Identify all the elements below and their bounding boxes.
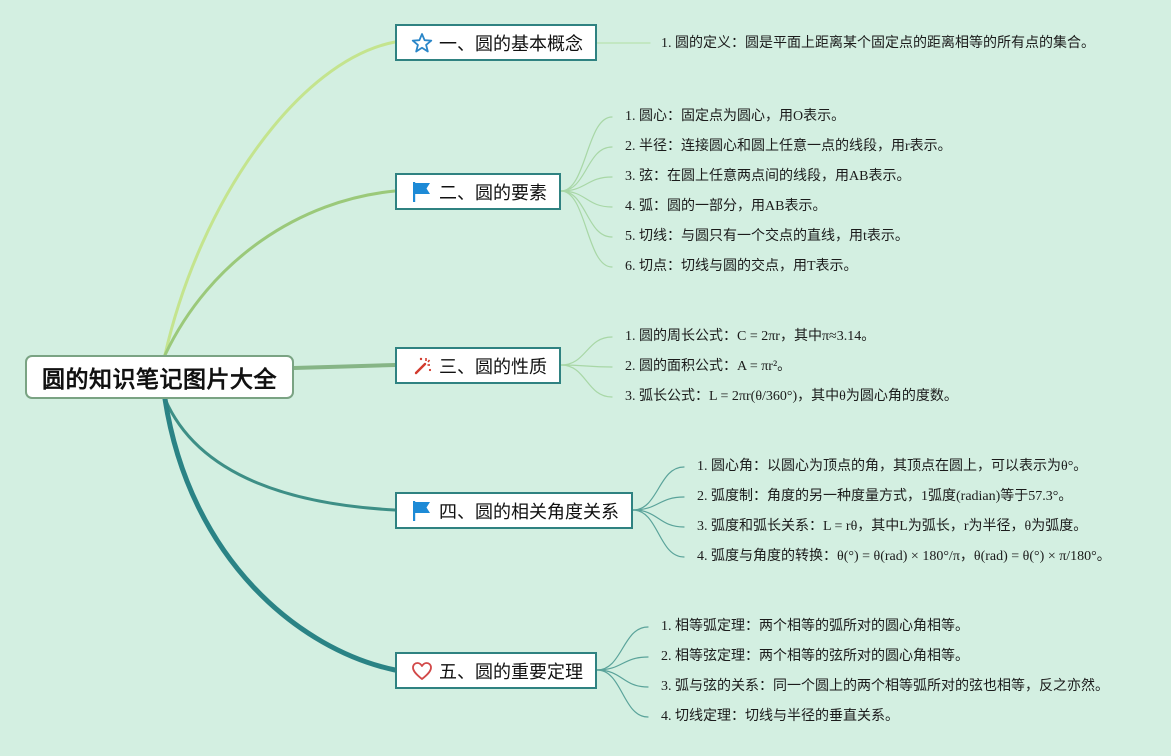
leaf-item[interactable]: 4. 弧：圆的一部分，用AB表示。 — [625, 199, 827, 214]
leaf-item[interactable]: 2. 相等弦定理：两个相等的弦所对的圆心角相等。 — [661, 649, 969, 664]
leaf-item[interactable]: 2. 半径：连接圆心和圆上任意一点的线段，用r表示。 — [625, 139, 952, 154]
topic-label: 二、圆的要素 — [439, 182, 547, 204]
leaf-line — [560, 336, 613, 366]
leaf-item[interactable]: 1. 圆心角：以圆心为顶点的角，其顶点在圆上，可以表示为θ°。 — [697, 459, 1088, 474]
root-title: 圆的知识笔记图片大全 — [42, 367, 277, 393]
leaf-line — [596, 626, 649, 671]
leaf-item[interactable]: 3. 弧与弦的关系：同一个圆上的两个相等弧所对的弦也相等，反之亦然。 — [661, 679, 1109, 694]
branch-line — [292, 363, 397, 370]
leaf-line — [560, 116, 613, 192]
flag-icon — [411, 181, 433, 203]
leaf-line — [596, 669, 649, 688]
topic-label: 三、圆的性质 — [439, 356, 547, 378]
topic-properties[interactable]: 三、圆的性质 — [395, 347, 561, 384]
leaf-item[interactable]: 4. 弧度与角度的转换：θ(°) = θ(rad) × 180°/π，θ(rad… — [697, 549, 1111, 564]
leaf-line — [560, 146, 613, 192]
leaf-line — [560, 364, 613, 398]
topic-angle-relations[interactable]: 四、圆的相关角度关系 — [395, 492, 633, 529]
leaf-item[interactable]: 3. 弦：在圆上任意两点间的线段，用AB表示。 — [625, 169, 911, 184]
topic-theorems[interactable]: 五、圆的重要定理 — [395, 652, 597, 689]
heart-icon — [411, 660, 433, 682]
branch-line — [163, 397, 397, 512]
topic-label: 五、圆的重要定理 — [439, 661, 583, 683]
branch-line — [163, 189, 397, 357]
leaf-item[interactable]: 3. 弧度和弧长关系：L = rθ，其中L为弧长，r为半径，θ为弧度。 — [697, 519, 1088, 534]
topic-elements[interactable]: 二、圆的要素 — [395, 173, 561, 210]
magic-wand-icon — [411, 355, 433, 377]
leaf-item[interactable]: 2. 圆的面积公式：A = πr²。 — [625, 359, 792, 374]
leaf-line — [632, 509, 685, 528]
topic-label: 四、圆的相关角度关系 — [439, 501, 619, 523]
leaf-item[interactable]: 1. 相等弧定理：两个相等的弧所对的圆心角相等。 — [661, 619, 969, 634]
branch-line — [162, 396, 398, 673]
leaf-line — [560, 176, 613, 192]
leaf-item[interactable]: 6. 切点：切线与圆的交点，用T表示。 — [625, 259, 858, 274]
star-icon — [411, 32, 433, 54]
leaf-item[interactable]: 1. 圆心：固定点为圆心，用O表示。 — [625, 109, 846, 124]
leaf-item[interactable]: 2. 弧度制：角度的另一种度量方式，1弧度(radian)等于57.3°。 — [697, 489, 1073, 504]
topic-basic-concept[interactable]: 一、圆的基本概念 — [395, 24, 597, 61]
leaf-line — [596, 656, 649, 671]
leaf-line — [560, 190, 613, 238]
leaf-line — [560, 190, 613, 208]
flag-icon — [411, 500, 433, 522]
leaf-line — [632, 509, 685, 558]
leaf-item[interactable]: 3. 弧长公式：L = 2πr(θ/360°)，其中θ为圆心角的度数。 — [625, 389, 958, 404]
leaf-item[interactable]: 5. 切线：与圆只有一个交点的直线，用t表示。 — [625, 229, 909, 244]
root-topic[interactable]: 圆的知识笔记图片大全 — [25, 355, 294, 399]
leaf-line — [560, 190, 613, 268]
leaf-line — [632, 496, 685, 511]
leaf-item[interactable]: 4. 切线定理：切线与半径的垂直关系。 — [661, 709, 899, 724]
leaf-line — [632, 466, 685, 511]
leaf-item[interactable]: 1. 圆的周长公式：C = 2πr，其中π≈3.14。 — [625, 329, 876, 344]
branch-line — [163, 40, 397, 357]
topic-label: 一、圆的基本概念 — [439, 33, 583, 55]
leaf-line — [596, 669, 649, 718]
leaf-item[interactable]: 1. 圆的定义：圆是平面上距离某个固定点的距离相等的所有点的集合。 — [661, 36, 1095, 51]
